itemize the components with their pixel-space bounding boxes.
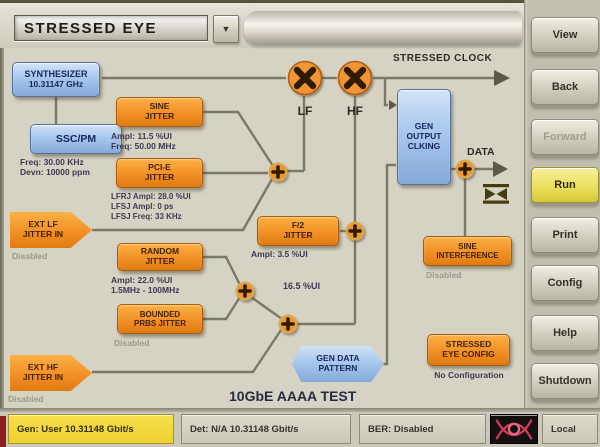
synthesizer-value: 10.31147 GHz: [28, 78, 84, 89]
lf-label: LF: [297, 104, 313, 118]
ber-status[interactable]: BER: Disabled: [359, 414, 486, 444]
print-button[interactable]: Print: [531, 217, 599, 253]
help-button[interactable]: Help: [531, 315, 599, 351]
pcie-jitter-block[interactable]: PCI-E JITTER: [116, 158, 203, 188]
ssc-block[interactable]: SSC/PM: [30, 124, 122, 154]
ext-lf-status: Disabled: [12, 251, 48, 261]
gen-output-input-arrow: [389, 100, 397, 110]
ssc-devn: Devn: 10000 ppm: [20, 167, 90, 177]
synthesizer-block[interactable]: SYNTHESIZER 10.31147 GHz: [12, 62, 100, 97]
top-edge: [0, 0, 600, 3]
lf-sum-junction-icon: [268, 162, 288, 182]
pcie-lfsj-ampl: LFSJ Ampl: 0 ps: [111, 202, 174, 211]
dropdown-arrow-icon: ▼: [221, 24, 231, 34]
mode-dropdown-button[interactable]: ▼: [213, 15, 239, 43]
eye-monitor-button[interactable]: [490, 414, 538, 444]
gen-data-pattern-block[interactable]: GEN DATA PATTERN: [292, 346, 384, 382]
random-jitter-ampl: Ampl: 22.0 %UI: [111, 275, 173, 285]
view-button[interactable]: View: [531, 17, 599, 53]
hf-label: HF: [347, 104, 363, 118]
synthesizer-title: SYNTHESIZER: [24, 69, 88, 80]
ssc-freq: Freq: 30.00 KHz: [20, 157, 84, 167]
stressed-eye-config-block[interactable]: STRESSED EYE CONFIG: [427, 334, 510, 366]
eye-config-status: No Configuration: [434, 370, 504, 380]
ext-lf-jitter-block[interactable]: EXT LF JITTER IN: [10, 212, 92, 248]
sine-interference-status: Disabled: [426, 270, 462, 280]
config-button[interactable]: Config: [531, 265, 599, 301]
f2-jitter-ampl: Ampl: 3.5 %UI: [251, 249, 308, 259]
generator-status[interactable]: Gen: User 10.31148 Gbit/s: [8, 414, 174, 444]
test-name-label: 10GbE AAAA TEST: [229, 388, 357, 404]
shutdown-button[interactable]: Shutdown: [531, 363, 599, 399]
lf-multiplier-icon: [287, 60, 323, 96]
back-button[interactable]: Back: [531, 69, 599, 105]
ext-hf-jitter-block[interactable]: EXT HF JITTER IN: [10, 355, 92, 391]
pcie-lfsj-freq: LFSJ Freq: 33 KHz: [111, 212, 182, 221]
mode-dropdown[interactable]: STRESSED EYE: [14, 15, 208, 41]
remote-local-status[interactable]: Local: [542, 414, 598, 444]
hf-multiplier-icon: [337, 60, 373, 96]
sine-jitter-block[interactable]: SINE JITTER: [116, 97, 203, 127]
stressed-clock-arrow: [494, 70, 510, 86]
data-label: DATA: [467, 146, 495, 158]
run-button[interactable]: Run: [531, 167, 599, 203]
bezel-highlight: [244, 11, 522, 45]
gen-output-clking-block[interactable]: GEN OUTPUT CLKING: [397, 89, 451, 185]
status-eye-icon: [495, 419, 533, 440]
f2-jitter-block[interactable]: F/2 JITTER: [257, 216, 339, 246]
sine-interference-block[interactable]: SINE INTERFERENCE: [423, 236, 512, 266]
random-jitter-block[interactable]: RANDOM JITTER: [117, 243, 203, 271]
left-edge: [0, 3, 4, 409]
status-red-strip: [0, 416, 6, 447]
bounded-prbs-status: Disabled: [114, 338, 150, 348]
random-jitter-range: 1.5MHz - 100MHz: [111, 285, 180, 295]
hf-sum-junction-icon: [278, 314, 298, 334]
f2-sum-junction-icon: [345, 221, 365, 241]
stressed-clock-label: STRESSED CLOCK: [393, 53, 493, 64]
sine-jitter-freq: Freq: 50.00 MHz: [111, 141, 176, 151]
panel-divider: [524, 0, 527, 410]
bounded-prbs-jitter-block[interactable]: BOUNDED PRBS JITTER: [117, 304, 203, 334]
sine-jitter-ampl: Ampl: 11.5 %UI: [111, 131, 172, 141]
data-sum-junction-icon: [455, 159, 475, 179]
hf-sum-label: 16.5 %UI: [283, 281, 321, 291]
forward-button[interactable]: Forward: [531, 119, 599, 155]
detector-status[interactable]: Det: N/A 10.31148 Gbit/s: [181, 414, 351, 444]
rj-sum-junction-icon: [235, 281, 255, 301]
pcie-lfrj: LFRJ Ampl: 28.0 %UI: [111, 192, 191, 201]
eye-diagram-icon: [483, 184, 509, 204]
ext-hf-status: Disabled: [8, 394, 44, 404]
status-groove: [0, 408, 600, 412]
data-arrow: [493, 161, 508, 177]
